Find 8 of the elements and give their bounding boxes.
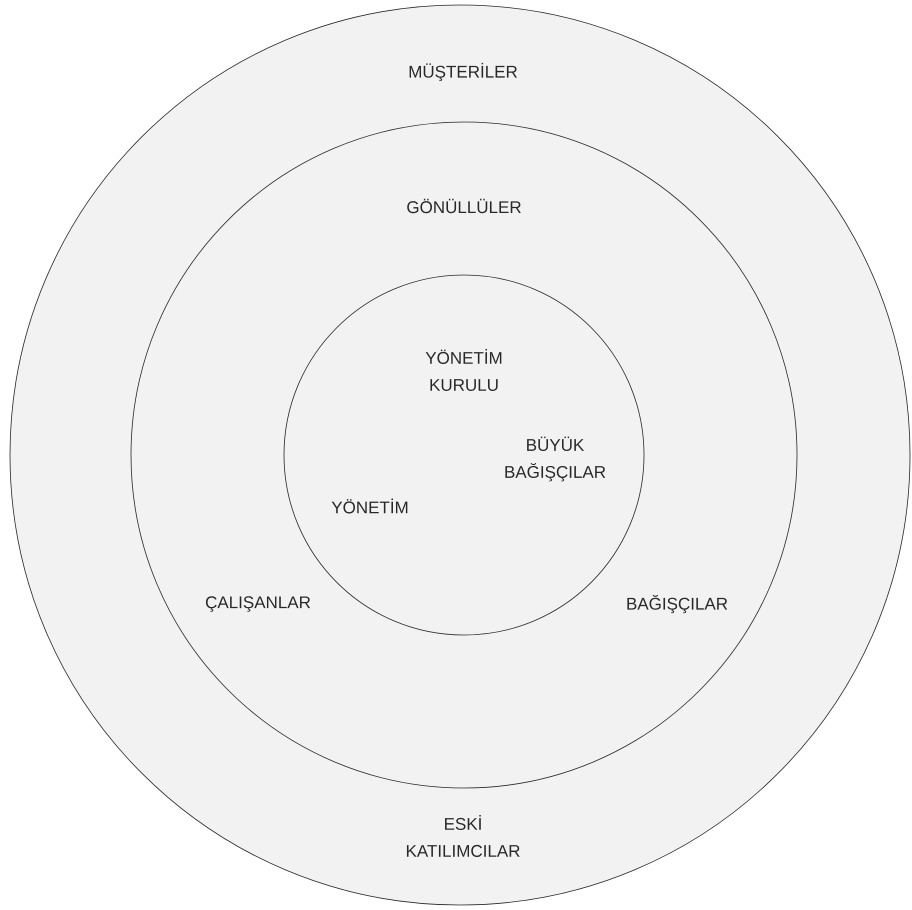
ring-label: GÖNÜLLÜLER — [407, 198, 521, 214]
ring-label: MÜŞTERİLER — [410, 62, 517, 82]
ring-label: ÇALIŞANLAR — [206, 596, 310, 612]
ring-label: BAĞIŞÇILAR — [627, 594, 728, 614]
ring-label: BÜYÜK BAĞIŞÇILAR — [505, 436, 606, 482]
ring-label: YÖNETİM — [332, 498, 408, 514]
ring-label: YÖNETİM KURULU — [426, 349, 502, 391]
ring-label: ESKİ KATILIMCILAR — [406, 815, 520, 857]
